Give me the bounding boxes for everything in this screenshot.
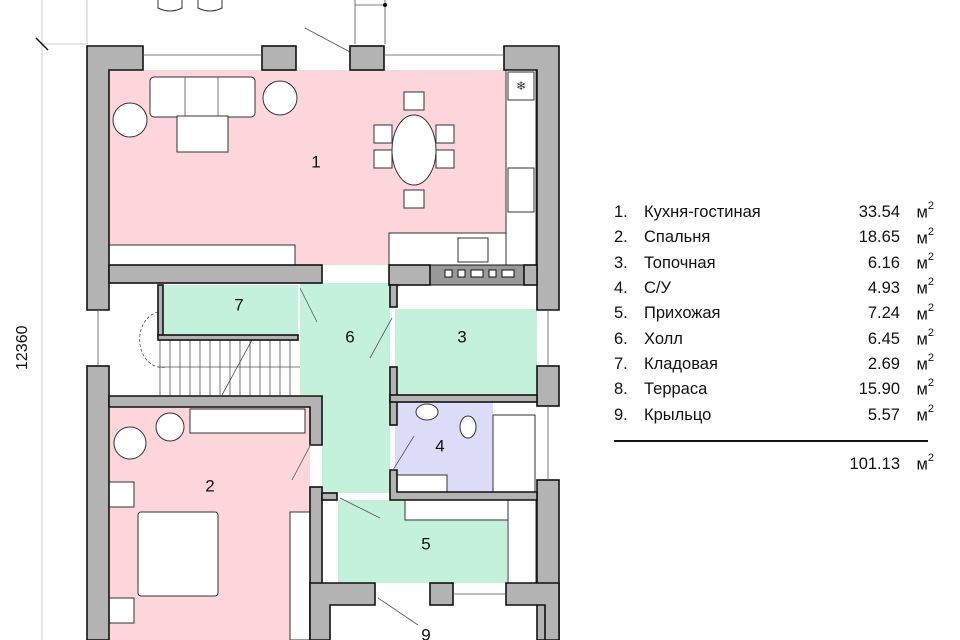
legend-total-row: 101.13 м2 [614, 452, 934, 477]
total-divider [614, 439, 928, 442]
legend-room-name: Топочная [644, 253, 716, 272]
legend-room-name: Кладовая [644, 354, 718, 373]
legend-area: 6.16 [867, 253, 900, 272]
legend-room-name: С/У [644, 279, 671, 298]
legend-number: 9. [614, 405, 628, 424]
floor-plan: ❄ [35, 0, 560, 640]
guide-lines [35, 0, 88, 640]
living-furniture [112, 76, 455, 209]
legend-unit: м2 [916, 250, 934, 273]
legend-number: 8. [614, 380, 628, 399]
legend-number: 7. [614, 354, 628, 373]
room-label-7: 7 [234, 295, 243, 314]
windows [97, 54, 549, 595]
doors [291, 287, 419, 626]
legend-area: 4.93 [867, 279, 900, 298]
legend-room-name: Прихожая [644, 304, 721, 323]
legend-number: 2. [614, 228, 628, 247]
terrace-chairs [157, 0, 387, 53]
legend-room-name: Крыльцо [644, 405, 712, 424]
legend-unit: м2 [916, 225, 934, 248]
svg-text:❄: ❄ [516, 79, 526, 93]
legend-room-name: Холл [644, 329, 683, 348]
room-label-3: 3 [457, 327, 466, 346]
legend-number: 3. [614, 253, 628, 272]
legend-area: 2.69 [867, 354, 900, 373]
legend-room-name: Спальня [644, 228, 711, 247]
legend-unit: м2 [916, 200, 934, 222]
room-label-6: 6 [345, 327, 354, 346]
legend-area: 6.45 [867, 329, 900, 348]
legend-row: 9. Крыльцо 5.57 м2 [614, 402, 934, 427]
room-label-5: 5 [421, 534, 430, 553]
legend-unit: м2 [916, 326, 934, 349]
staircase [139, 311, 300, 396]
bedroom-furniture [108, 408, 311, 640]
legend-room-name: Терраса [644, 380, 708, 399]
legend-row: 7. Кладовая 2.69 м2 [614, 352, 934, 377]
room-label-4: 4 [435, 436, 444, 455]
legend-number: 6. [614, 329, 628, 348]
total-area: 101.13 [849, 454, 900, 473]
legend-room-name: Кухня-гостиная [644, 203, 761, 222]
legend-number: 5. [614, 304, 628, 323]
legend-row: 1. Кухня-гостиная 33.54 м2 [614, 200, 934, 225]
legend-area: 33.54 [858, 203, 900, 222]
legend-area: 7.24 [867, 304, 900, 323]
legend-row: 3. Топочная 6.16 м2 [614, 251, 934, 276]
legend-unit: м2 [916, 352, 934, 374]
room-legend: 1. Кухня-гостиная 33.54 м2 2. Спальня 18.65 м2… [614, 200, 934, 477]
legend-unit: м2 [916, 377, 934, 399]
walls [86, 45, 560, 640]
dimension-label: 12360 [14, 325, 31, 371]
legend-unit: м2 [916, 301, 934, 324]
legend-area: 15.90 [858, 380, 900, 399]
legend-row: 6. Холл 6.45 м2 [614, 326, 934, 351]
legend-area: 5.57 [867, 405, 900, 424]
legend-number: 1. [614, 203, 628, 222]
kitchen-counters: ❄ [108, 69, 537, 286]
room-label-9: 9 [421, 625, 430, 640]
legend-row: 8. Терраса 15.90 м2 [614, 377, 934, 402]
legend-unit: м2 [916, 276, 934, 298]
legend-row: 5. Прихожая 7.24 м2 [614, 301, 934, 326]
legend-row: 2. Спальня 18.65 м2 [614, 225, 934, 250]
room-3-fill [395, 309, 537, 395]
room-7-fill [163, 285, 298, 335]
legend-unit: м2 [916, 402, 934, 425]
legend-area: 18.65 [858, 228, 900, 247]
room-label-2: 2 [205, 476, 214, 495]
room-label-1: 1 [311, 152, 320, 171]
bathroom-fixtures [396, 403, 537, 584]
legend-row: 4. С/У 4.93 м2 [614, 276, 934, 301]
legend-unit: м2 [916, 452, 934, 474]
legend-number: 4. [614, 279, 628, 298]
